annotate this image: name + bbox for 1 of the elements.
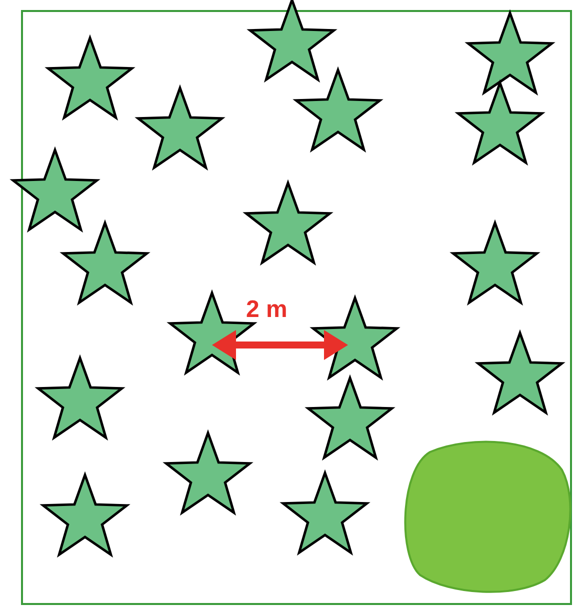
distance-label: 2 m <box>246 296 288 324</box>
